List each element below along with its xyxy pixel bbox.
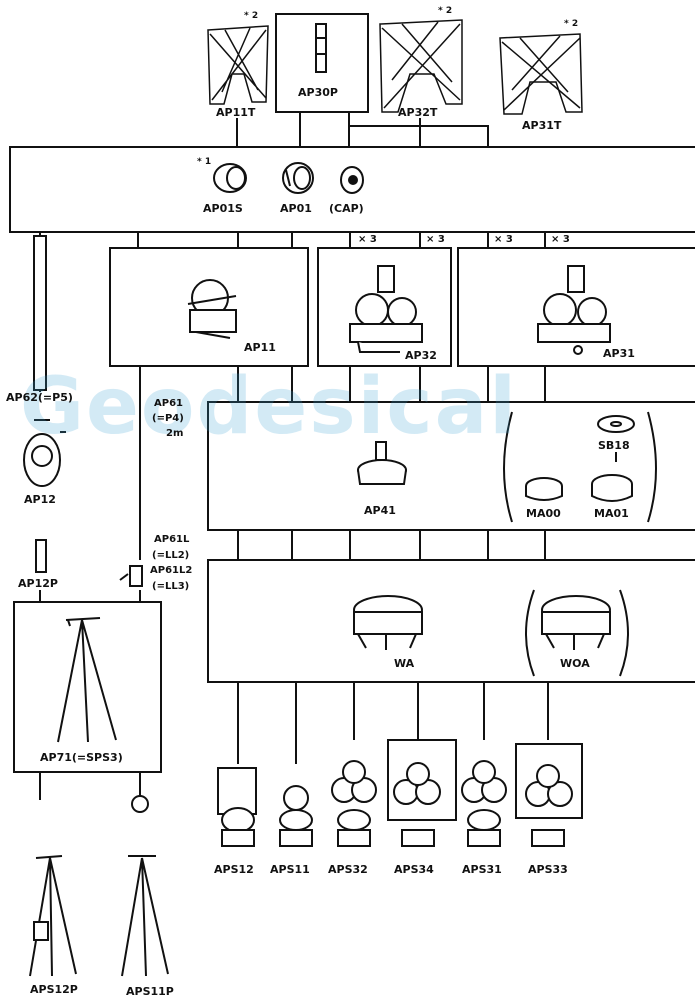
set-aps12p-icon: [30, 856, 76, 976]
tribrach-wa-icon: [354, 596, 422, 650]
note-2-ap11t: * 2: [244, 10, 258, 22]
label-ap61l-4: (=LL3): [152, 581, 189, 593]
label-aps31: APS31: [462, 864, 502, 876]
tripod-ap71-icon: [58, 618, 116, 742]
label-aps33: APS33: [528, 864, 568, 876]
label-ap01: AP01: [280, 203, 312, 215]
note-2-ap32t: * 2: [438, 5, 452, 17]
label-ap61-2: (=P4): [152, 413, 184, 425]
tribrach-box: [208, 560, 695, 682]
label-sb18: SB18: [598, 440, 630, 452]
adapter-ma00-icon: [526, 478, 562, 500]
label-ap30p: AP30P: [298, 87, 338, 99]
label-cap: (CAP): [329, 203, 364, 215]
tripod-box: [14, 602, 161, 772]
label-ap61l-2: (=LL2): [152, 550, 189, 562]
note-1: * 1: [197, 156, 211, 168]
label-ap31t: AP31T: [522, 120, 561, 132]
level-ap61l-icon: [120, 566, 142, 586]
set-aps31-icon: [462, 761, 506, 846]
label-ap61l-3: AP61L2: [150, 565, 192, 577]
label-ap61-3: 2m: [166, 428, 183, 440]
label-wa: WA: [394, 658, 414, 670]
note-2-ap31t: * 2: [564, 18, 578, 30]
holder-ap32-icon: [350, 266, 422, 352]
prism-cap-icon: [341, 167, 363, 193]
label-x3-4: × 3: [551, 234, 570, 246]
target-ap11t: [208, 26, 268, 104]
bracket-left-woa: [526, 590, 534, 676]
label-aps11: APS11: [270, 864, 310, 876]
connector-ap32t-ap31t: [349, 118, 488, 147]
holder-ap31-icon: [538, 266, 610, 354]
set-aps33-icon: [516, 744, 582, 846]
label-aps12p: APS12P: [30, 984, 78, 996]
label-ap62: AP62(=P5): [6, 392, 73, 404]
label-x3-2: × 3: [426, 234, 445, 246]
label-woa: WOA: [560, 658, 590, 670]
watermark: Geodesical: [20, 362, 518, 452]
label-aps12: APS12: [214, 864, 254, 876]
tribrach-woa-icon: [542, 596, 610, 650]
set-aps11-icon: [280, 786, 312, 846]
target-ap31t: [500, 34, 582, 114]
set-aps34-icon: [388, 740, 456, 846]
label-ap11: AP11: [244, 342, 276, 354]
label-ma00: MA00: [526, 508, 561, 520]
label-aps34: APS34: [394, 864, 434, 876]
label-ap71: AP71(=SPS3): [40, 752, 123, 764]
label-ap32t: AP32T: [398, 107, 437, 119]
label-x3-3: × 3: [494, 234, 513, 246]
set-aps11p-icon: [122, 796, 168, 976]
prism-ap01s-icon: [214, 164, 246, 192]
target-ap32t: [380, 20, 462, 112]
label-ap11t: AP11T: [216, 107, 255, 119]
adapter-sb18-icon: [598, 416, 634, 432]
label-aps32: APS32: [328, 864, 368, 876]
label-x3-1: × 3: [358, 234, 377, 246]
pole-ap12p-icon: [36, 540, 46, 572]
label-ap01s: AP01S: [203, 203, 243, 215]
label-ma01: MA01: [594, 508, 629, 520]
label-aps11p: APS11P: [126, 986, 174, 998]
holder-ap11-icon: [188, 280, 236, 338]
label-ap12: AP12: [24, 494, 56, 506]
label-ap41: AP41: [364, 505, 396, 517]
label-ap12p: AP12P: [18, 578, 58, 590]
set-aps12-icon: [218, 768, 256, 846]
label-ap31: AP31: [603, 348, 635, 360]
bracket-right: [648, 412, 656, 522]
label-ap61l-1: AP61L: [154, 534, 189, 546]
bracket-right-woa: [620, 590, 628, 676]
label-ap32: AP32: [405, 350, 437, 362]
prism-ap01-icon: [283, 163, 313, 193]
label-ap61-1: AP61: [154, 398, 183, 410]
set-aps32-icon: [332, 761, 376, 846]
adapter-ma01-icon: [592, 452, 632, 501]
